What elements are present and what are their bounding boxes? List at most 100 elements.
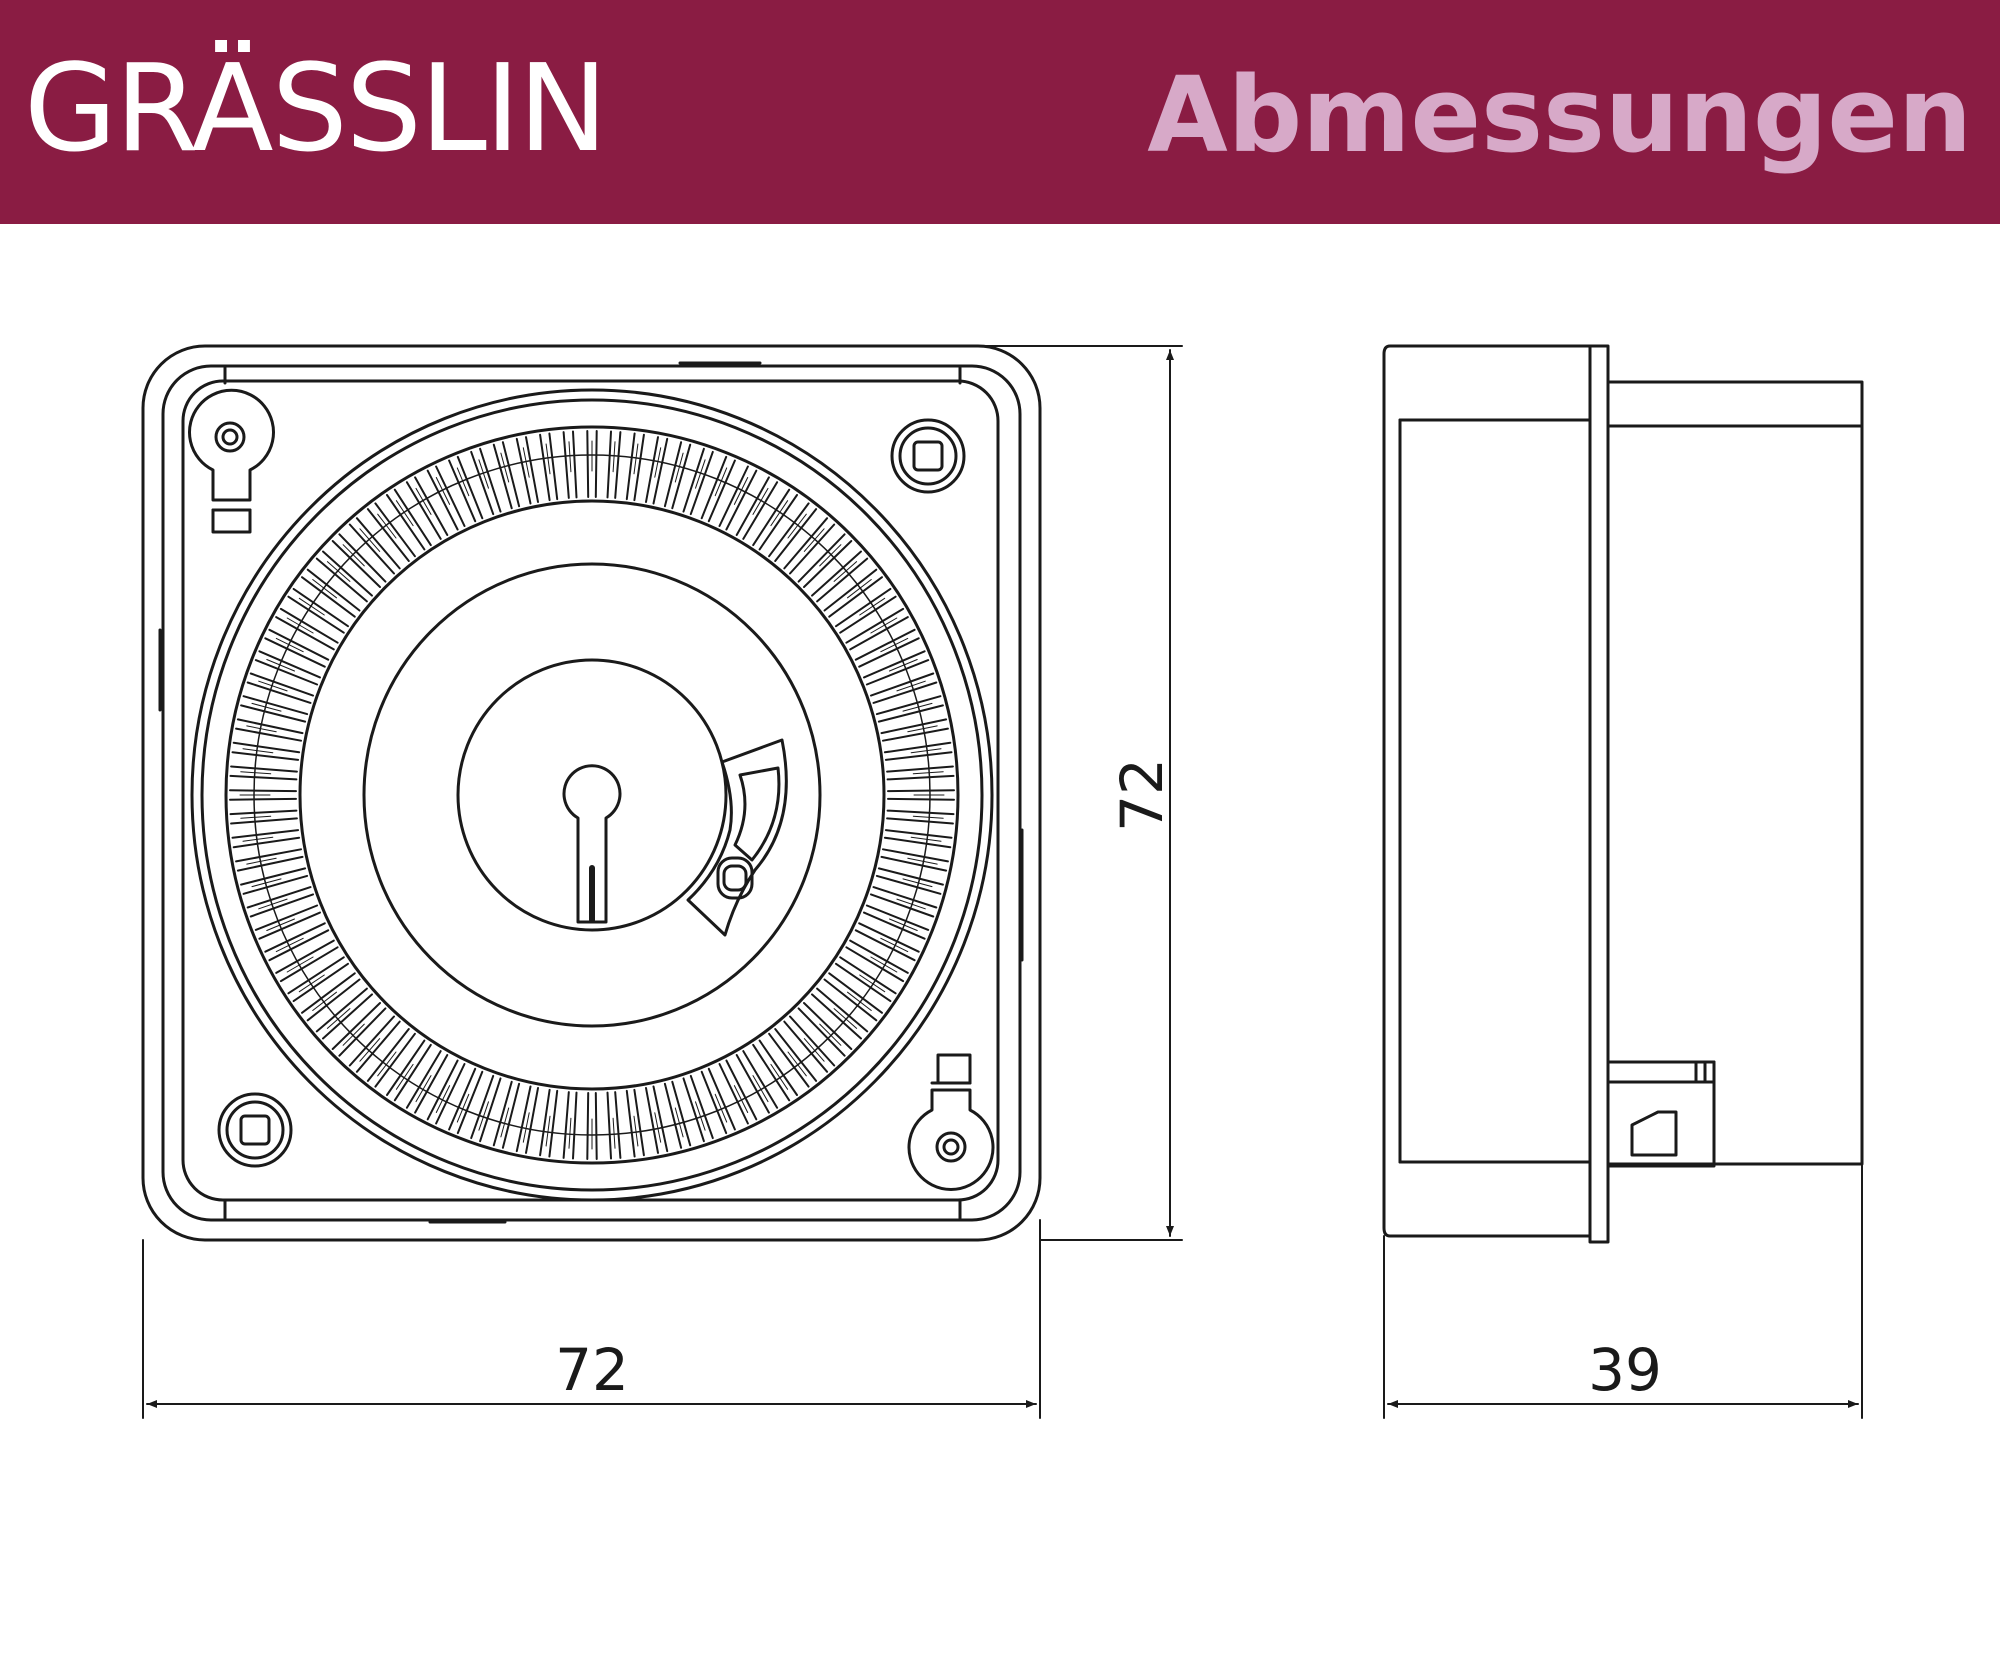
dial-segment-edge — [562, 431, 570, 499]
dial-segment-mark — [456, 1093, 470, 1123]
dial-segment-edge — [456, 455, 484, 520]
dial-segment-mark — [752, 487, 769, 515]
dial-segment-edge — [572, 430, 578, 499]
dial-segment-edge — [355, 1020, 401, 1073]
dial-segment-edge — [355, 517, 401, 570]
dial-segment-edge — [456, 1070, 484, 1135]
dial-segment-edge — [322, 550, 373, 597]
dial-segment-edge — [758, 1039, 798, 1096]
dial-segment-edge — [275, 939, 335, 974]
dial-segment-edge — [886, 774, 955, 781]
dial-segment-mark — [770, 1063, 789, 1090]
dial-outer-rim — [190, 388, 994, 1202]
dial-segment-edge — [232, 741, 301, 754]
dial-segment-edge — [870, 672, 935, 697]
dial-segment-edge — [338, 533, 387, 583]
dial-segment-edge — [875, 874, 942, 895]
dial-segment-edge — [774, 508, 818, 562]
dimension-lines — [142, 345, 1863, 1419]
dial-segment-mark — [500, 452, 510, 483]
dial-segment-edge — [586, 1092, 590, 1160]
dial-segment-edge — [275, 616, 335, 651]
dial-segment-edge — [287, 956, 345, 995]
dial-segment-edge — [386, 494, 426, 551]
dial-segment-edge — [803, 540, 853, 588]
dial-segment-edge — [783, 517, 829, 570]
segment-ring-outer — [224, 425, 960, 1165]
dial-segment-edge — [236, 855, 304, 872]
dial-segment-edge — [242, 874, 309, 895]
dial-segment-mark — [912, 815, 944, 819]
dial-segment-mark — [266, 659, 295, 672]
dial-segment-edge — [235, 727, 302, 742]
dial-segment-mark — [889, 659, 918, 672]
dial-segment-edge — [811, 550, 862, 597]
dial-segment-mark — [654, 1112, 662, 1143]
dial-segment-edge — [865, 659, 930, 686]
dial-segment-edge — [652, 1085, 669, 1153]
dial-segment-edge — [232, 836, 301, 849]
dial-segment-mark — [847, 579, 872, 599]
side-connector — [1606, 1060, 1716, 1168]
dial-segment-edge — [758, 494, 798, 551]
dial-segment-mark — [266, 918, 295, 931]
dial-segment-mark — [312, 579, 337, 599]
dial-segment-edge — [671, 443, 692, 510]
dial-segment-edge — [338, 1007, 387, 1057]
dial-segment-edge — [315, 987, 368, 1033]
dial-segment-edge — [426, 469, 459, 531]
dial-segment-edge — [835, 587, 892, 628]
dial-segment-edge — [374, 502, 416, 558]
dial-segment-edge — [797, 533, 846, 583]
dial-segment-mark — [258, 680, 288, 692]
dial-segment-edge — [886, 817, 954, 825]
dial-segment-edge — [258, 650, 321, 679]
dial-segment-edge — [479, 1077, 502, 1143]
dial-segment-edge — [884, 829, 953, 839]
dial-segment-edge — [682, 447, 705, 513]
dial-segment-edge — [845, 607, 905, 644]
dial-segment-mark — [568, 1117, 572, 1149]
dial-segment-mark — [880, 637, 909, 653]
dial-segment-edge — [884, 751, 953, 761]
dial-segment-edge — [405, 481, 442, 540]
dial-segment-edge — [315, 557, 368, 603]
dial-segment-mark — [312, 991, 337, 1011]
label-side-depth: 39 — [1588, 1336, 1662, 1404]
dial-segment-mark — [240, 771, 272, 775]
dial-segment-edge — [448, 459, 477, 523]
dial-segment-edge — [240, 867, 307, 886]
dial-segment-mark — [326, 561, 351, 582]
dial-segment-edge — [479, 447, 502, 513]
dial-segment-mark — [251, 702, 282, 712]
dial-segment-edge — [645, 436, 659, 503]
dial-segment-edge — [539, 1088, 551, 1157]
dial-segment-mark — [395, 1063, 414, 1090]
dial-segment-mark — [912, 771, 944, 775]
screw-tab-bottom-right — [907, 1053, 995, 1191]
dial-segment-edge — [492, 443, 513, 510]
dial-segment-mark — [522, 447, 530, 478]
dial-segment-edge — [725, 469, 758, 531]
dial-segment-edge — [586, 430, 590, 498]
dial-segment-edge — [614, 1091, 622, 1159]
front-view — [141, 344, 1042, 1242]
dial-segment-edge — [849, 616, 909, 651]
dial-segment-mark — [695, 1101, 706, 1131]
dial-segment-edge — [435, 1063, 466, 1125]
screw-bottom-left — [217, 1092, 293, 1168]
dial-segment-edge — [572, 1091, 578, 1160]
dial-segment-edge — [230, 765, 298, 773]
dial-segment-mark — [803, 1038, 825, 1062]
dial-segment-mark — [654, 447, 662, 478]
dial-inner-rim — [200, 398, 984, 1192]
dial-segment-edge — [606, 1091, 612, 1160]
header-banner: GRÄSSLIN Abmessungen — [0, 0, 2000, 224]
dial-segment-edge — [886, 809, 955, 816]
dial-segment-mark — [258, 898, 288, 910]
dial-segment-edge — [501, 441, 521, 508]
dial-segment-edge — [246, 681, 312, 704]
dial-segment-mark — [833, 1008, 858, 1029]
housing-outer — [141, 344, 1042, 1242]
dial — [190, 388, 994, 1202]
